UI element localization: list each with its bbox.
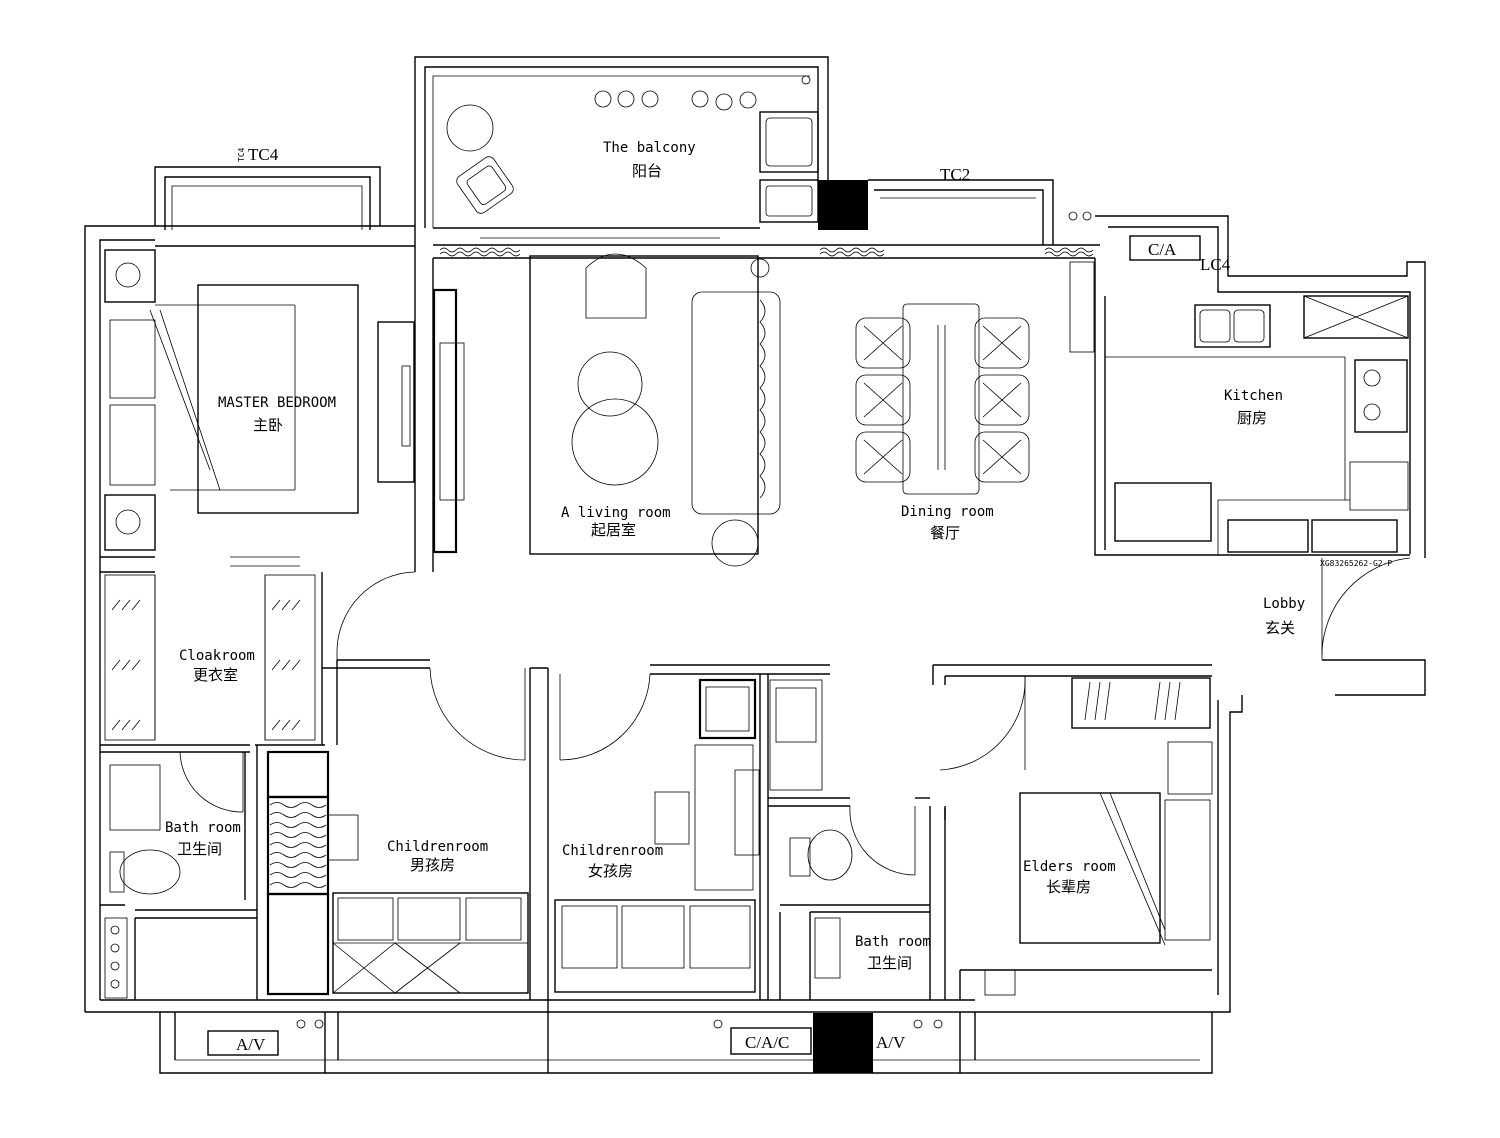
kitchen-label-cn: 厨房 xyxy=(1237,409,1267,427)
window-tag-tc4: TC4 xyxy=(248,145,279,164)
elders-room-label-cn: 长辈房 xyxy=(1046,878,1091,896)
bath-left-label-en: Bath room xyxy=(165,820,241,836)
plant-icon xyxy=(594,90,757,111)
interior-walls xyxy=(100,246,1212,1012)
balcony-label-cn: 阳台 xyxy=(632,162,662,180)
curtain-tracks xyxy=(439,237,1094,257)
dining-room-furniture xyxy=(855,303,1030,495)
lobby-label-en: Lobby xyxy=(1263,596,1305,612)
boy-room-furniture xyxy=(266,750,529,996)
bath-left-label-cn: 卫生间 xyxy=(177,840,222,858)
wave-texture-icon xyxy=(269,802,327,888)
dining-room-label-cn: 餐厅 xyxy=(930,524,960,542)
elders-room-furniture xyxy=(984,677,1213,996)
living-room-label-cn: 起居室 xyxy=(591,521,636,539)
master-bedroom-label-en: MASTER BEDROOM xyxy=(218,395,336,411)
bath-center-label-cn: 卫生间 xyxy=(867,954,912,972)
cabinet-code: XG83265262-G2-P xyxy=(1320,559,1392,568)
hanger-icon xyxy=(111,599,301,731)
girl-room-furniture xyxy=(554,678,760,993)
boy-room-label-en: Childrenroom xyxy=(387,839,488,855)
kitchen-furniture xyxy=(1069,261,1409,555)
window-tag-tc4-small: TC4 xyxy=(237,147,246,162)
bath-center-label-en: Bath room xyxy=(855,934,931,950)
master-bedroom-furniture xyxy=(104,249,465,554)
bath-center-furniture xyxy=(769,679,853,979)
ac-tag-bottom-center: C/A/C xyxy=(745,1033,789,1052)
drain-icon xyxy=(296,211,1092,1029)
room-labels: The balcony 阳台 MASTER BEDROOM 主卧 A livin… xyxy=(165,140,1305,972)
bath-left-furniture xyxy=(104,764,181,999)
cloakroom-label-cn: 更衣室 xyxy=(193,666,238,684)
girl-room-label-en: Childrenroom xyxy=(562,843,663,859)
column-top xyxy=(818,180,868,230)
master-bedroom-label-cn: 主卧 xyxy=(253,416,283,434)
dining-room-label-en: Dining room xyxy=(901,504,994,520)
cloakroom-label-en: Cloakroom xyxy=(179,648,255,664)
outer-walls xyxy=(84,56,1426,1074)
window-tags: TC4 TC4 TC2 LC4 C/A A/V C/A/C A/V XG8326… xyxy=(207,145,1392,1056)
kitchen-label-en: Kitchen xyxy=(1224,388,1283,404)
window-tag-tc2: TC2 xyxy=(940,165,970,184)
ac-tag-bottom-right: A/V xyxy=(876,1033,906,1052)
ac-tag-top: C/A xyxy=(1148,240,1177,259)
column-bottom xyxy=(813,1013,873,1073)
cloakroom-furniture xyxy=(104,574,316,741)
structural-columns xyxy=(813,180,873,1073)
girl-room-label-cn: 女孩房 xyxy=(588,862,633,880)
living-room-furniture xyxy=(529,253,781,567)
living-room-label-en: A living room xyxy=(561,505,671,521)
boy-room-label-cn: 男孩房 xyxy=(410,856,455,874)
lobby-label-cn: 玄关 xyxy=(1265,619,1295,637)
ac-tag-bottom-left: A/V xyxy=(236,1035,266,1054)
dining-chair-icon xyxy=(855,317,1030,483)
doors xyxy=(179,557,1411,876)
balcony-furniture xyxy=(446,75,819,223)
window-tag-lc4: LC4 xyxy=(1200,255,1231,274)
elders-room-label-en: Elders room xyxy=(1023,859,1116,875)
balcony-label-en: The balcony xyxy=(603,140,696,156)
